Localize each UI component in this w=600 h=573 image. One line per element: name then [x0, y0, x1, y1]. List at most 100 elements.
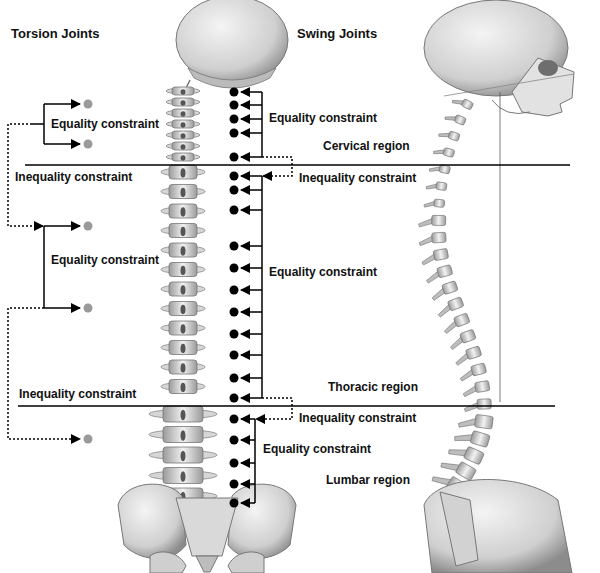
side-process [429, 165, 441, 174]
swing-joint-dot [230, 415, 239, 424]
vertebral-body [169, 185, 197, 199]
vertebral-body [163, 406, 203, 422]
spinous-process [181, 111, 186, 116]
swing-joint-dot [230, 330, 239, 339]
spinous-process [181, 451, 186, 462]
region-label: Lumbar region [325, 473, 411, 487]
swing-arrow [241, 118, 262, 120]
swing-arrow [241, 289, 262, 291]
vertebral-body [169, 341, 197, 355]
side-body [448, 131, 460, 142]
swing-joint-dot [230, 129, 239, 138]
spinous-process [181, 207, 186, 216]
spinous-process [181, 246, 186, 255]
constraint-label: Equality constraint [50, 117, 160, 131]
side-body [454, 114, 467, 125]
side-vertebra [433, 145, 455, 159]
side-process [458, 416, 477, 429]
vertebral-body [169, 224, 197, 238]
side-vertebra [420, 248, 449, 265]
swing-arrow [241, 91, 262, 93]
side-body [470, 431, 490, 448]
vertebral-body [169, 243, 197, 257]
vertebral-body [169, 282, 197, 296]
swing-joint-dot [230, 264, 239, 273]
side-process [419, 236, 433, 246]
swing-joint-dots [230, 88, 239, 508]
side-vertebra [419, 232, 447, 245]
swing-joint-dot [230, 101, 239, 110]
spinous-process [181, 383, 186, 392]
region-label: Thoracic region [327, 380, 419, 394]
side-body [432, 232, 447, 243]
spinous-process [181, 122, 186, 127]
side-vertebra [458, 412, 493, 431]
swing-joint-dot [230, 308, 239, 317]
spinous-process [181, 266, 186, 275]
side-vertebra [426, 180, 447, 192]
swing-arrow [241, 333, 262, 335]
vertebral-body [172, 131, 194, 139]
spinous-process [181, 324, 186, 333]
vertebral-body [169, 204, 197, 218]
side-body [463, 446, 484, 465]
side-vertebra [462, 380, 491, 396]
transverse-process [166, 99, 200, 105]
swing-arrow [241, 245, 262, 247]
swing-arrow [241, 397, 262, 399]
spinous-process [181, 168, 186, 177]
side-body [465, 346, 481, 360]
spinous-process [181, 144, 186, 149]
swing-joint-dot [230, 115, 239, 124]
front-skull [176, 0, 288, 88]
vertebral-body [172, 142, 194, 150]
front-pelvis [118, 484, 296, 573]
side-vertebra [454, 426, 491, 450]
spinous-process [181, 89, 186, 94]
side-process [424, 200, 435, 208]
vertebral-body [163, 468, 203, 484]
side-body [475, 380, 490, 392]
side-body [460, 329, 477, 343]
swing-arrow [241, 132, 262, 134]
side-vertebra [424, 198, 445, 209]
side-body [434, 199, 445, 207]
vertebral-body [169, 360, 197, 374]
side-vertebra [447, 440, 484, 468]
swing-arrow [241, 104, 262, 106]
spinous-process [181, 305, 186, 314]
side-process [464, 402, 478, 411]
vertebral-body [169, 302, 197, 316]
spinous-process [181, 344, 186, 353]
constraint-label: Inequality constraint [14, 170, 133, 184]
swing-arrow [241, 462, 255, 464]
constraint-label: Inequality constraint [18, 387, 137, 401]
side-body [443, 147, 455, 157]
swing-arrow [241, 418, 255, 420]
side-vertebra [419, 215, 446, 228]
vertebral-body [163, 427, 203, 443]
region-divider [18, 405, 555, 407]
constraint-label: Inequality constraint [298, 411, 417, 425]
transverse-process [166, 132, 200, 138]
side-body [461, 99, 474, 110]
vertebral-body [169, 263, 197, 277]
transverse-process [166, 154, 200, 160]
side-pelvis [424, 480, 572, 573]
side-body [433, 248, 449, 260]
swing-arrow [241, 189, 262, 191]
vertebral-body [172, 153, 194, 161]
side-body [447, 297, 464, 311]
spinous-process [181, 133, 186, 138]
side-body [432, 215, 446, 225]
side-spine [419, 94, 494, 498]
side-process [454, 429, 474, 445]
side-process [419, 218, 433, 227]
spinous-process [181, 155, 186, 160]
side-vertebra [441, 313, 471, 334]
swing-joint-dot [230, 499, 239, 508]
swing-arrow [241, 354, 262, 356]
spinous-process [181, 227, 186, 236]
swing-arrow [241, 377, 262, 379]
swing-joint-dot [230, 172, 239, 181]
